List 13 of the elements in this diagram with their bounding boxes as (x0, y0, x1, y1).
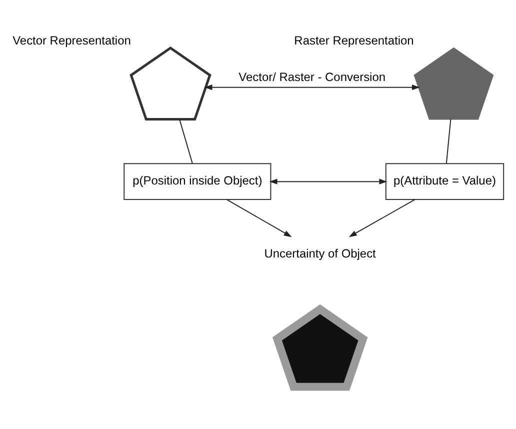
arrow (204, 84, 420, 90)
arrow (269, 178, 388, 184)
node-pentagon (272, 304, 368, 390)
node-label: Vector Representation (12, 33, 131, 48)
arrow (348, 198, 416, 237)
edge-label: Vector/ Raster - Conversion (238, 69, 386, 84)
node-box: p(Attribute = Value) (385, 162, 504, 200)
arrow (226, 198, 292, 237)
connector (446, 118, 452, 164)
node-label: Raster Representation (294, 33, 414, 48)
node-text: Uncertainty of Object (264, 246, 376, 260)
node-box: p(Position inside Object) (124, 162, 272, 200)
connector (179, 118, 193, 164)
